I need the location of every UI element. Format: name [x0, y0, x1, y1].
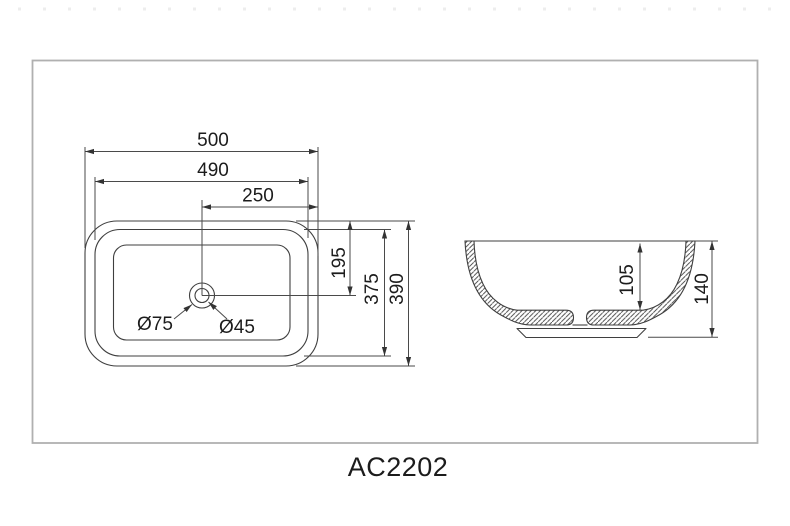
- dim-375-label: 375: [362, 273, 383, 305]
- bowl-base-outline: [516, 327, 647, 339]
- leader-drain-inner: [208, 301, 228, 320]
- drain-leader-lines: [173, 301, 228, 320]
- dim-195-label: 195: [329, 247, 350, 279]
- model-number-label: AC2202: [348, 452, 449, 482]
- leader-drain-outer: [173, 304, 193, 320]
- top-view-dimension-lines: [85, 148, 412, 366]
- dim-490-label: 490: [197, 160, 229, 181]
- top-view-centerlines: [201, 200, 356, 296]
- bowl-left-wall-section: [464, 240, 575, 326]
- dim-250-label: 250: [242, 186, 274, 207]
- drain-inner-dia-label: Ø45: [219, 317, 255, 338]
- dim-390-label: 390: [387, 273, 408, 305]
- drain-outer-dia-label: Ø75: [137, 314, 173, 335]
- dim-105-label: 105: [617, 264, 638, 296]
- side-view: [464, 240, 696, 339]
- bowl-right-wall-section: [585, 240, 696, 326]
- drawing-frame: [31, 59, 759, 444]
- dim-500-label: 500: [197, 130, 229, 151]
- dim-140-label: 140: [692, 273, 713, 305]
- side-view-dimension-lines: [637, 241, 715, 337]
